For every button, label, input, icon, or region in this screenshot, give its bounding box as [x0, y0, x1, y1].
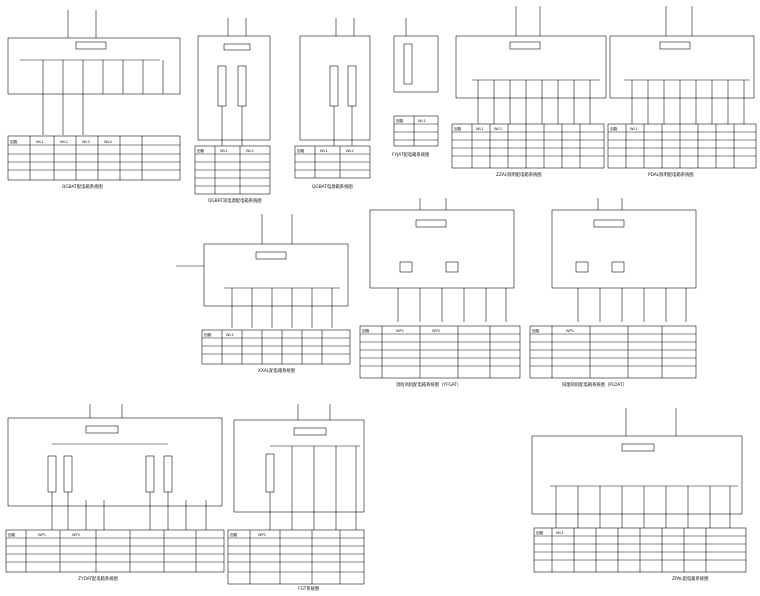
fgt-code-1: WP1 — [258, 533, 266, 537]
qgbat-code-4: WL4 — [104, 140, 113, 144]
qgbat3-header-label: 回路 — [297, 148, 305, 153]
pdal-header-label: 回路 — [610, 126, 618, 131]
panel-fgt: 回路 WP1 FGT系统图 — [227, 404, 365, 592]
zzal-title: ZZAL照明配电箱系统图 — [496, 171, 542, 178]
fgt-header-label: 回路 — [230, 532, 238, 537]
xxal-header-label: 回路 — [204, 332, 212, 337]
panel-xxal: 回路 WL1 XXAL配电箱系统图 — [176, 214, 351, 374]
fyjat-title: FYJAT配电箱系统图 — [392, 151, 429, 158]
qgbat-code-1: WL1 — [36, 140, 44, 144]
qgbat3-code-2: WL2 — [346, 149, 354, 153]
qgbat2-header-label: 回路 — [197, 148, 205, 153]
pldat-header-label: 回路 — [532, 328, 540, 333]
panel-qgbat2: 回路 WL1 WL2 QGBAT双电源配电箱系统图 — [194, 18, 271, 204]
yfgat-code-1: WP1 — [396, 329, 404, 333]
zpal-title: ZPAL配电箱系统图 — [672, 575, 708, 582]
zpal-code-1: WL1 — [556, 531, 564, 535]
qgbat2-title: QGBAT双电源配电箱系统图 — [208, 197, 262, 204]
zzal-header-label: 回路 — [454, 126, 462, 131]
fyjat-header-label: 回路 — [396, 118, 404, 123]
xxal-code-1: WL1 — [226, 333, 234, 337]
pdal-title: PDAL照明配电箱系统图 — [648, 171, 694, 178]
panel-pdal: 回路 WL1 PDAL照明配电箱系统图 — [607, 6, 757, 178]
panel-pldat: 回路 WP1 排烟风机配电箱系统图（PLDAT） — [529, 198, 697, 388]
zydat-code-1: WP1 — [38, 533, 46, 537]
panel-fyjat: 回路 WL1 FYJAT配电箱系统图 — [392, 18, 439, 158]
zpal-header-label: 回路 — [536, 530, 544, 535]
fgt-title: FGT系统图 — [298, 585, 319, 592]
panel-zzal: 回路 WL1 WL2 ZZAL照明配电箱系统图 — [451, 6, 607, 178]
pldat-title: 排烟风机配电箱系统图（PLDAT） — [562, 381, 627, 388]
qgbat3-title: QGBAT电源箱系统图 — [312, 183, 353, 190]
panel-yfgat: 回路 WP1 WP2 消防风机配电箱系统图（YFGAT） — [359, 198, 521, 388]
qgbat2-code-1: WL1 — [220, 149, 228, 153]
qgbat-code-2: WL2 — [60, 140, 68, 144]
pdal-code-1: WL1 — [630, 127, 638, 131]
fyjat-code-1: WL1 — [418, 119, 426, 123]
zzal-code-2: WL2 — [494, 127, 502, 131]
panel-qgbat: 回路 WL1 WL2 WL3 WL4 QGBAT配电箱系统图 — [7, 10, 181, 190]
zzal-code-1: WL1 — [476, 127, 484, 131]
qgbat-header-label: 回路 — [10, 139, 18, 144]
qgbat2-code-2: WL2 — [246, 149, 254, 153]
panel-zydat: 回路 WP1 WP2 ZYDAT配电箱系统图 — [5, 404, 225, 582]
qgbat-code-3: WL3 — [82, 140, 90, 144]
yfgat-code-2: WP2 — [432, 329, 440, 333]
zydat-code-2: WP2 — [72, 533, 80, 537]
panel-qgbat3: 回路 WL1 WL2 QGBAT电源箱系统图 — [294, 18, 371, 190]
zydat-title: ZYDAT配电箱系统图 — [78, 575, 118, 582]
panel-zpal: 回路 WL1 ZPAL配电箱系统图 — [531, 408, 747, 582]
xxal-title: XXAL配电箱系统图 — [258, 367, 295, 374]
yfgat-header-label: 回路 — [362, 328, 370, 333]
qgbat3-code-1: WL1 — [320, 149, 328, 153]
pldat-code-1: WP1 — [566, 329, 574, 333]
zydat-header-label: 回路 — [8, 532, 16, 537]
yfgat-title: 消防风机配电箱系统图（YFGAT） — [396, 381, 461, 388]
qgbat-title: QGBAT配电箱系统图 — [62, 183, 103, 190]
